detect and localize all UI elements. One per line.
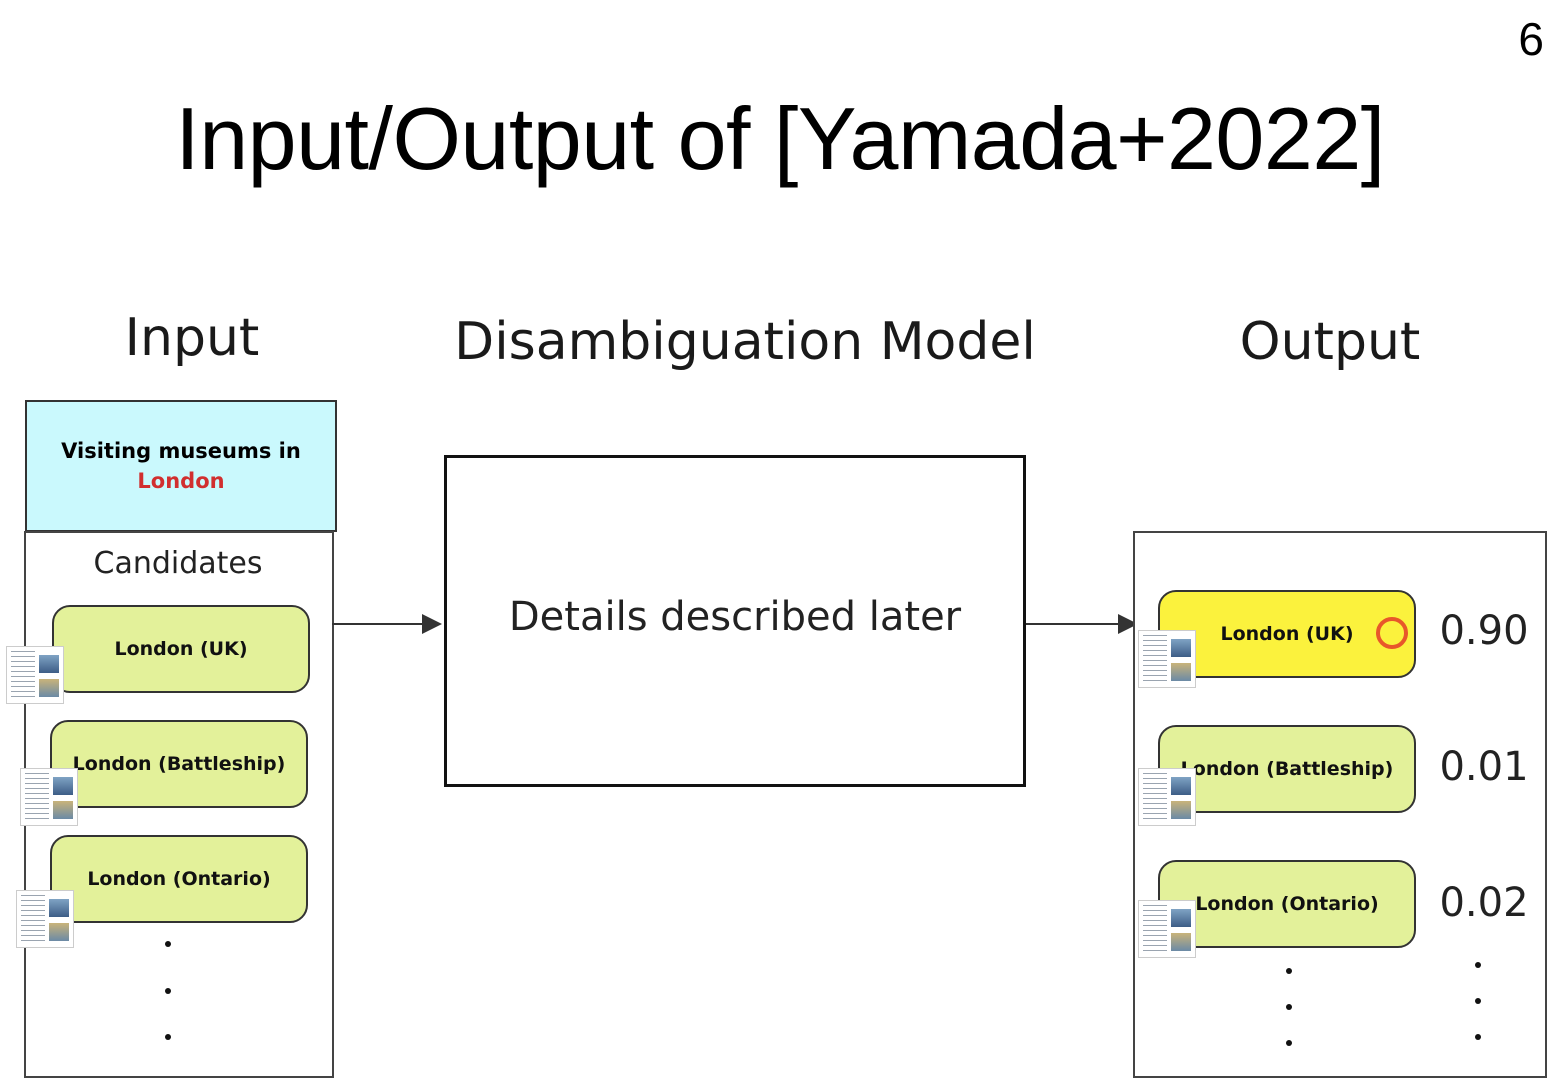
score-london-ontario: 0.02	[1439, 880, 1529, 926]
ellipsis-dot	[1286, 1040, 1292, 1046]
input-heading: Input	[124, 308, 260, 368]
query-mention: London	[137, 469, 225, 493]
disambiguation-model-box	[444, 455, 1026, 787]
ellipsis-dot	[1286, 968, 1292, 974]
wikipedia-page-thumbnail	[6, 646, 64, 704]
ellipsis-dot	[165, 988, 171, 994]
candidate-label: London (Ontario)	[87, 868, 271, 890]
candidates-label: Candidates	[93, 546, 263, 581]
output-heading: Output	[1239, 312, 1421, 372]
output-candidate-london-uk: London (UK)	[1158, 590, 1416, 678]
ellipsis-dot	[1475, 1034, 1481, 1040]
output-candidate-london-ontario: London (Ontario)	[1158, 860, 1416, 948]
wikipedia-page-thumbnail	[1138, 900, 1196, 958]
ellipsis-dot	[165, 941, 171, 947]
score-london-uk: 0.90	[1439, 608, 1529, 654]
ellipsis-dot	[1475, 998, 1481, 1004]
input-candidate-london-ontario: London (Ontario)	[50, 835, 308, 923]
candidate-label: London (UK)	[114, 638, 248, 660]
ellipsis-dot	[165, 1034, 171, 1040]
score-london-battleship: 0.01	[1439, 744, 1529, 790]
ellipsis-dot	[1475, 962, 1481, 968]
candidate-label: London (UK)	[1220, 623, 1354, 645]
model-box-text: Details described later	[508, 594, 962, 640]
ellipsis-dot	[1286, 1004, 1292, 1010]
model-heading: Disambiguation Model	[454, 312, 1036, 372]
wikipedia-page-thumbnail	[1138, 630, 1196, 688]
slide-title: Input/Output of [Yamada+2022]	[175, 89, 1385, 188]
input-candidate-london-uk: London (UK)	[52, 605, 310, 693]
selected-circle-icon	[1376, 617, 1408, 649]
query-text-box: Visiting museums in London	[25, 400, 337, 532]
wikipedia-page-thumbnail	[16, 890, 74, 948]
input-candidate-london-battleship: London (Battleship)	[50, 720, 308, 808]
candidate-label: London (Battleship)	[72, 753, 286, 775]
output-candidate-london-battleship: London (Battleship)	[1158, 725, 1416, 813]
wikipedia-page-thumbnail	[1138, 768, 1196, 826]
wikipedia-page-thumbnail	[20, 768, 78, 826]
query-text: Visiting museums in	[61, 439, 301, 463]
candidate-label: London (Ontario)	[1195, 893, 1379, 915]
page-number: 6	[1518, 13, 1544, 65]
candidate-label: London (Battleship)	[1180, 758, 1394, 780]
